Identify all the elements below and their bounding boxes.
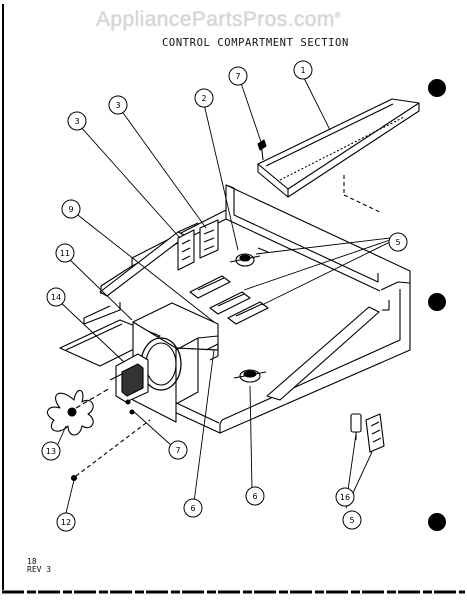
callout-16: 16 <box>335 487 355 507</box>
diagram-title: CONTROL COMPARTMENT SECTION <box>162 37 349 49</box>
callout-12: 12 <box>56 512 76 532</box>
binder-hole-bottom <box>428 513 446 531</box>
screw-lower <box>125 399 135 415</box>
svg-text:7: 7 <box>235 72 240 81</box>
svg-text:7: 7 <box>175 446 180 455</box>
callout-7-top: 7 <box>228 66 248 86</box>
page-border <box>2 4 465 594</box>
relay-right <box>199 219 219 259</box>
footer-page-number: 18 <box>27 557 37 566</box>
callout-3-right: 3 <box>108 95 128 115</box>
thermostat-lower <box>233 369 267 383</box>
footer-revision: REV 3 <box>27 565 52 574</box>
callout-5-upper: 5 <box>388 232 408 252</box>
callout-5-lower: 5 <box>342 510 362 530</box>
svg-text:5: 5 <box>395 238 400 247</box>
svg-text:1: 1 <box>300 66 305 75</box>
fan-blade <box>46 387 111 436</box>
top-cover-panel <box>257 98 420 198</box>
svg-text:6: 6 <box>252 492 257 501</box>
terminal-block-part <box>365 413 385 453</box>
svg-text:12: 12 <box>61 518 71 527</box>
svg-text:3: 3 <box>74 117 79 126</box>
fan-motor <box>109 353 149 403</box>
svg-text:16: 16 <box>340 493 350 502</box>
right-rail <box>266 306 380 401</box>
control-box-floor <box>169 399 223 434</box>
mounting-bracket <box>205 343 219 361</box>
callouts: 1 2 3 3 5 5 6 6 7 7 9 11 12 13 14 16 <box>41 60 408 532</box>
svg-text:11: 11 <box>60 249 70 258</box>
leader-12 <box>65 479 75 514</box>
capacitor-part <box>350 413 362 440</box>
callout-3-left: 3 <box>67 111 87 131</box>
svg-text:9: 9 <box>68 205 73 214</box>
svg-text:3: 3 <box>115 101 120 110</box>
watermark: AppliancePartsPros.com® <box>96 8 342 31</box>
callout-11: 11 <box>55 243 75 263</box>
svg-text:14: 14 <box>51 293 61 302</box>
callout-13: 13 <box>41 441 61 461</box>
svg-text:6: 6 <box>190 504 195 513</box>
callout-2: 2 <box>194 88 214 108</box>
callout-14: 14 <box>46 287 66 307</box>
callout-9: 9 <box>61 199 81 219</box>
thermostat-upper <box>229 247 269 267</box>
binder-hole-top <box>428 79 446 97</box>
svg-text:2: 2 <box>201 94 206 103</box>
screw-12 <box>70 419 151 482</box>
svg-text:5: 5 <box>349 516 354 525</box>
binder-hole-middle <box>428 293 446 311</box>
callout-1: 1 <box>293 60 313 80</box>
callout-6-lower: 6 <box>245 486 265 506</box>
terminal-strips <box>189 275 269 325</box>
relay-left <box>177 229 195 271</box>
svg-text:13: 13 <box>46 447 56 456</box>
binder-holes <box>428 79 446 531</box>
screw-top <box>257 139 267 161</box>
callout-6-left: 6 <box>183 498 203 518</box>
callout-7-lower: 7 <box>168 440 188 460</box>
leader-lines <box>57 75 391 509</box>
